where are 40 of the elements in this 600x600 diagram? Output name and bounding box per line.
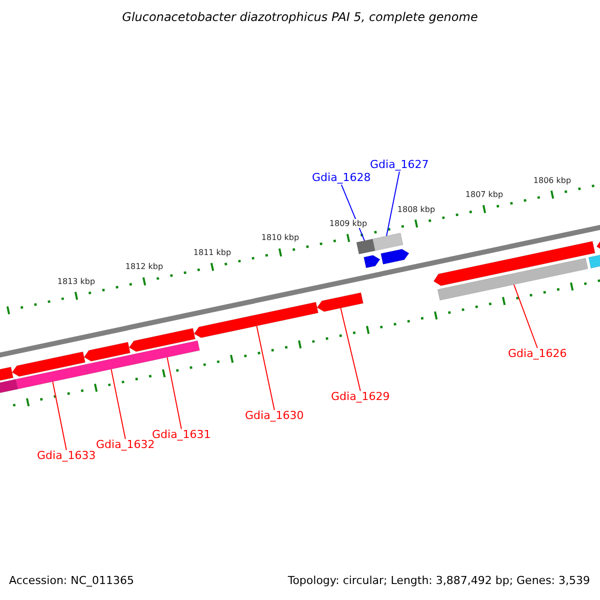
gene-bar [85, 354, 135, 374]
scale-label: 1811 kbp [193, 248, 232, 258]
footer-text: Accession: NC_011365 [9, 575, 134, 588]
gene-feature [194, 302, 318, 338]
gene-bar [437, 258, 588, 301]
scale-label: 1812 kbp [125, 262, 164, 272]
gene-label: Gdia_1629 [331, 391, 390, 404]
gene-label: Gdia_1626 [508, 348, 567, 361]
leader-line [513, 284, 538, 348]
footer-text: Topology: circular; Length: 3,887,492 bp; Genes: 3,539 [288, 575, 590, 588]
gene-label: Gdia_1630 [245, 410, 304, 423]
gene-label: Gdia_1633 [37, 450, 96, 463]
scale-label: 1807 kbp [465, 190, 504, 200]
gene-bar [15, 364, 88, 390]
leader-line [110, 368, 126, 440]
gene-feature [316, 292, 364, 312]
scale-label: 1813 kbp [57, 276, 96, 286]
leader-line [52, 381, 67, 450]
gene-label: Gdia_1631 [152, 429, 211, 442]
leader-line [340, 308, 361, 392]
gene-bar [372, 232, 404, 251]
leader-line [386, 171, 400, 236]
scale-label: 1808 kbp [397, 204, 436, 214]
gene-feature [433, 241, 596, 286]
scale-label: 1810 kbp [261, 233, 300, 243]
leader-line [340, 184, 365, 242]
gene-label: Gdia_1627 [370, 159, 429, 172]
title: Gluconacetobacter diazotrophicus PAI 5, complete genome [121, 11, 479, 25]
gene-feature [364, 254, 380, 268]
gene-bar [132, 340, 200, 364]
leader-line [166, 356, 182, 430]
gene-label: Gdia_1628 [312, 172, 371, 185]
gene-feature [128, 328, 196, 352]
gene-feature [12, 351, 86, 377]
scale-label: 1806 kbp [533, 176, 572, 185]
gene-bar [356, 238, 376, 254]
gene-label: Gdia_1632 [96, 439, 155, 452]
scale-label: 1809 kbp [329, 218, 368, 228]
leader-line [256, 325, 275, 410]
gene-feature [84, 342, 130, 362]
